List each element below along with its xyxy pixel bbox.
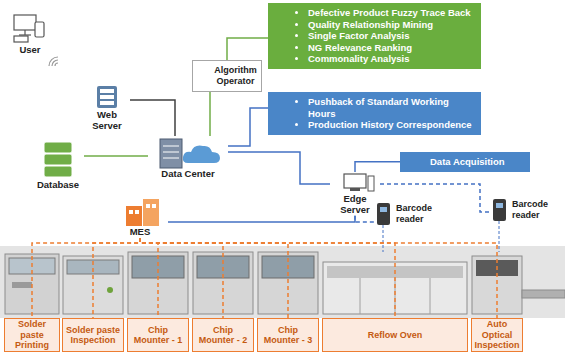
node-text: Chip Mounter - 3: [260, 325, 316, 346]
node-text: Solder paste Inspection: [65, 325, 121, 346]
machine-ground: [0, 246, 565, 318]
station-label: Chip Mounter - 2: [192, 318, 254, 352]
node-text: Data Acquisition: [430, 156, 526, 168]
connector: [168, 216, 355, 222]
connector: [130, 100, 175, 136]
node-text: Single Factor Analysis: [308, 30, 477, 42]
operator-box: Algorithm Operator: [192, 60, 262, 92]
station-label: Solder paste Printing: [4, 318, 60, 352]
connector: [209, 92, 211, 136]
connector: [140, 238, 288, 318]
connector: [140, 238, 158, 318]
node-text: Quality Relationship Mining: [308, 19, 477, 31]
web-server-node: Web Server: [84, 84, 130, 132]
connector: [355, 216, 374, 222]
connector: [355, 162, 400, 172]
barcode-reader-node: Barcode reader: [490, 196, 560, 230]
node-text: Database: [32, 180, 84, 191]
database-icon: [44, 142, 72, 177]
connector: [93, 238, 140, 318]
function-box: Pushback of Standard Working HoursProduc…: [268, 92, 481, 135]
node-text: Commonality Analysis: [308, 53, 477, 65]
user-icon: [14, 15, 44, 42]
station-label: Reflow Oven: [322, 318, 468, 352]
data-center-node: Data Center: [148, 136, 228, 180]
web-server-icon: [97, 86, 117, 108]
node-text: Defective Product Fuzzy Trace Back: [308, 7, 477, 19]
barcode-reader-icon: [377, 199, 506, 252]
connector: [228, 152, 330, 184]
node-text: Reflow Oven: [325, 330, 465, 341]
connector: [140, 238, 223, 318]
node-text: Edge Server: [330, 194, 380, 216]
function-box: Data Acquisition: [400, 152, 530, 172]
optical-inspection: [472, 256, 565, 314]
node-text: Chip Mounter - 1: [130, 325, 186, 346]
station-label: Auto Optical Inspection: [471, 318, 523, 352]
function-box: Defective Product Fuzzy Trace BackQualit…: [268, 3, 481, 69]
connector: [227, 38, 268, 60]
node-text: Production History Correspondence: [308, 119, 477, 131]
connector: [32, 238, 140, 318]
mes-node: MES: [112, 196, 168, 238]
mes-icon: [126, 199, 159, 226]
wifi-symbol: [49, 57, 58, 66]
node-text: Barcode reader: [512, 199, 560, 220]
node-text: Barcode reader: [396, 203, 446, 224]
connector: [140, 238, 497, 318]
edge-server-icon: [344, 174, 374, 191]
node-text: User: [8, 45, 52, 56]
data-center-icon: [160, 139, 220, 168]
station-label: Chip Mounter - 3: [257, 318, 319, 352]
node-text: Web Server: [84, 110, 130, 132]
database-node: Database: [32, 140, 84, 191]
connector: [140, 238, 395, 318]
barcode-reader-node: Barcode reader: [374, 200, 446, 234]
station-label: Chip Mounter - 1: [127, 318, 189, 352]
node-text: Chip Mounter - 2: [195, 325, 251, 346]
connector: [228, 108, 268, 146]
node-text: Algorithm Operator: [213, 65, 258, 87]
node-text: Solder paste Printing: [7, 319, 57, 351]
user-node: User: [8, 12, 52, 56]
node-text: Auto Optical Inspection: [474, 319, 520, 351]
node-text: Data Center: [148, 169, 228, 180]
node-text: NG Relevance Ranking: [308, 42, 477, 54]
edge-server-node: Edge Server: [330, 172, 380, 216]
station-label: Solder paste Inspection: [62, 318, 124, 352]
node-text: Pushback of Standard Working Hours: [308, 96, 477, 119]
connector: [84, 155, 148, 157]
node-text: MES: [112, 227, 168, 238]
